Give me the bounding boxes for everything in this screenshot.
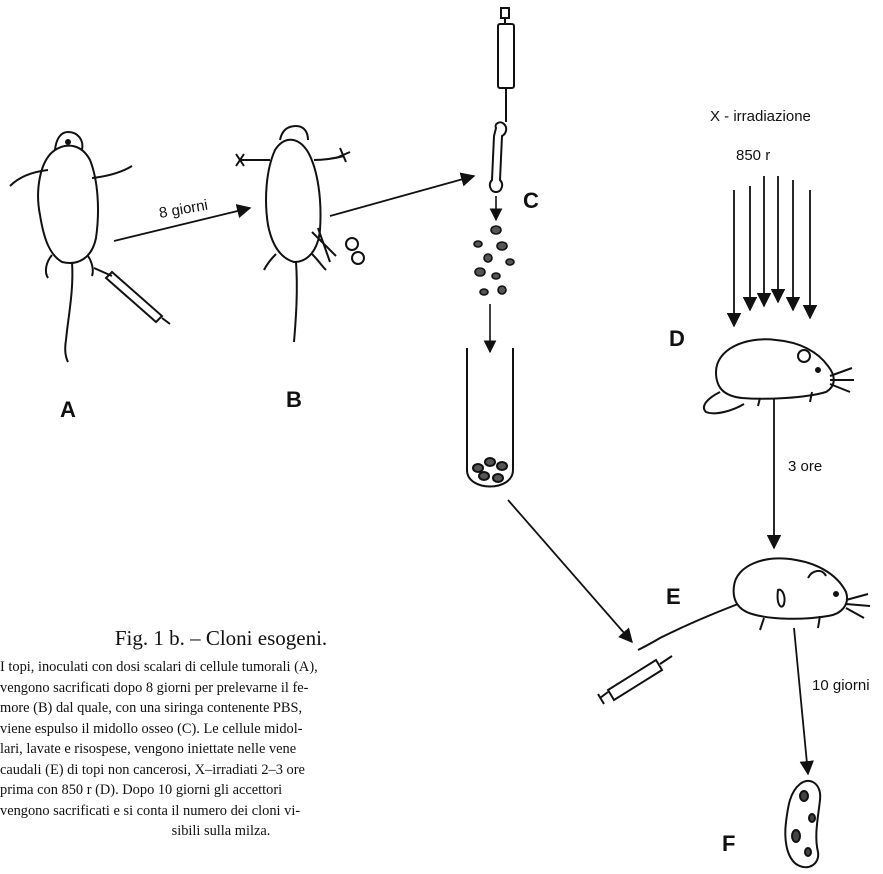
test-tube-illustration	[467, 348, 513, 487]
annotation-eight-days: 8 giorni	[158, 197, 209, 222]
label-d: D	[669, 326, 685, 351]
figure-caption-body: I topi, inoculati con dosi scalari di ce…	[0, 657, 442, 842]
radiation-arrows	[734, 176, 810, 326]
annotation-three-hours: 3 ore	[788, 458, 822, 475]
annotation-x-irradiation: X - irradiazione	[710, 108, 811, 125]
syringe-e-illustration	[598, 656, 672, 704]
caption-line: vengono sacrificati e si conta il numero…	[0, 801, 442, 822]
caption-line: sibili sulla milza.	[0, 821, 442, 842]
arrow-e-to-f	[794, 628, 808, 774]
caption-line: more (B) dal quale, con una siringa cont…	[0, 698, 442, 719]
marrow-cells-illustration	[474, 226, 514, 295]
label-c: C	[523, 188, 539, 213]
syringe-c-illustration	[498, 8, 514, 122]
annotation-ten-days: 10 giorni	[812, 677, 870, 694]
annotation-dose: 850 r	[736, 147, 770, 164]
mouse-a-illustration	[10, 132, 170, 362]
arrow-tube-to-injection	[508, 500, 632, 642]
mouse-b-illustration	[236, 126, 364, 342]
label-b: B	[286, 387, 302, 412]
label-f: F	[722, 831, 735, 856]
figure-caption-title: Fig. 1 b. – Cloni esogeni.	[0, 626, 442, 651]
caption-line: vengono sacrificati dopo 8 giorni per pr…	[0, 678, 442, 699]
caption-line: viene espulso il midollo osseo (C). Le c…	[0, 719, 442, 740]
caption-line: caudali (E) di topi non cancerosi, X–irr…	[0, 760, 442, 781]
femur-illustration	[490, 122, 506, 192]
caption-line: I topi, inoculati con dosi scalari di ce…	[0, 657, 442, 678]
arrow-b-to-c	[330, 176, 474, 216]
caption-line: prima con 850 r (D). Dopo 10 giorni gli …	[0, 780, 442, 801]
label-a: A	[60, 397, 76, 422]
mouse-d-illustration	[704, 339, 854, 413]
caption-line: lari, lavate e risospese, vengono iniett…	[0, 739, 442, 760]
label-e: E	[666, 584, 681, 609]
spleen-illustration	[785, 781, 820, 867]
